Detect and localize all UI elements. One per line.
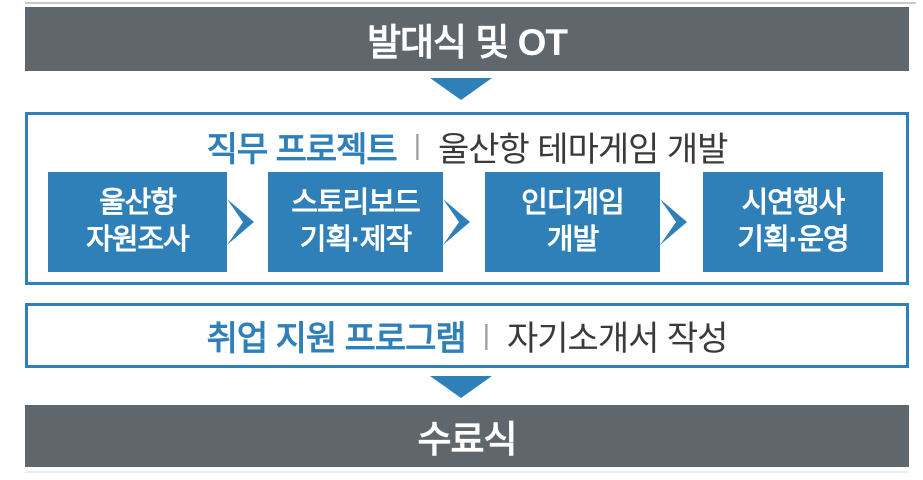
completion-ceremony-label: 수료식 bbox=[417, 419, 517, 460]
employment-section-title: 취업 지원 프로그램 | 자기소개서 작성 bbox=[206, 311, 729, 360]
step-label-line2: 자원조사 bbox=[86, 224, 190, 256]
title-divider: | bbox=[482, 318, 490, 350]
step-storyboard: 스토리보드 기획·제작 bbox=[268, 172, 443, 272]
step-label-line1: 시연행사 bbox=[741, 187, 846, 219]
employment-title-text: 취업 지원 프로그램 bbox=[206, 320, 467, 358]
down-arrow-icon bbox=[430, 376, 492, 398]
employment-subtitle-text: 자기소개서 작성 bbox=[507, 320, 728, 358]
step-demo-event: 시연행사 기획·운영 bbox=[703, 172, 883, 272]
step-label-line1: 울산항 bbox=[98, 187, 177, 219]
project-subtitle-text: 울산항 테마게임 개발 bbox=[438, 130, 728, 169]
step-label-line2: 기획·제작 bbox=[299, 224, 412, 256]
step-label-line1: 스토리보드 bbox=[291, 187, 420, 219]
title-divider: | bbox=[413, 129, 421, 160]
down-arrow-icon bbox=[430, 78, 492, 100]
launch-ceremony-bar: 발대식 및 OT bbox=[25, 7, 909, 71]
project-section-title: 직무 프로젝트 | 울산항 테마게임 개발 bbox=[28, 118, 906, 174]
step-label-line1: 인디게임 bbox=[521, 187, 625, 219]
flow-arrow-icon bbox=[227, 199, 254, 245]
top-divider-line bbox=[25, 2, 916, 4]
step-ulsan-port-research: 울산항 자원조사 bbox=[48, 172, 227, 272]
bottom-divider-line bbox=[25, 471, 909, 473]
flow-arrow-icon bbox=[660, 199, 687, 245]
completion-ceremony-bar: 수료식 bbox=[25, 405, 909, 467]
employment-support-section: 취업 지원 프로그램 | 자기소개서 작성 bbox=[25, 303, 909, 368]
launch-ceremony-label: 발대식 및 OT bbox=[366, 22, 568, 63]
project-title-text: 직무 프로젝트 bbox=[206, 130, 398, 169]
step-label-line2: 개발 bbox=[546, 224, 599, 256]
step-label-line2: 기획·운영 bbox=[737, 224, 849, 256]
flow-arrow-icon bbox=[443, 199, 470, 245]
step-indie-game-dev: 인디게임 개발 bbox=[485, 172, 660, 272]
